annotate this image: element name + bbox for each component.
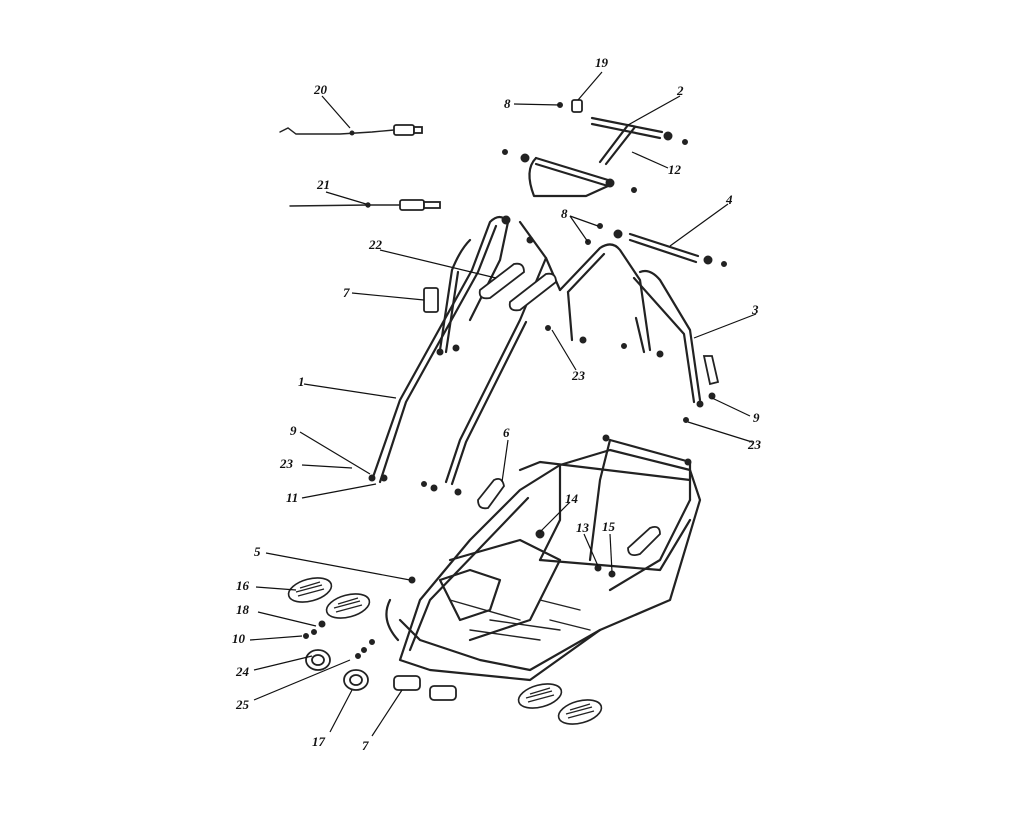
callout-23-middle: 23: [571, 368, 586, 383]
callout-23-left: 23: [279, 456, 294, 471]
callout-4: 4: [725, 192, 733, 207]
leader-lines: [249, 71, 757, 737]
callout-6: 6: [503, 425, 510, 440]
callout-20: 20: [313, 82, 328, 97]
bushing-19: [571, 99, 583, 113]
foam-pads: [478, 262, 557, 312]
callout-13: 13: [576, 520, 590, 535]
callout-3: 3: [751, 302, 759, 317]
callout-labels: 20 21 22 7 1 9 23 11 6 14 13 15 5 16 18 …: [232, 55, 762, 753]
top-crossbar: [502, 99, 688, 198]
callout-9-right: 9: [753, 410, 760, 425]
throttle-cable: [279, 124, 423, 136]
choke-cable: [289, 199, 441, 211]
callout-11: 11: [286, 490, 298, 505]
callout-22: 22: [368, 237, 383, 252]
callout-16: 16: [236, 578, 250, 593]
callout-7-lower: 7: [362, 738, 369, 753]
grip-pad-upper: [423, 287, 439, 313]
callout-2: 2: [676, 83, 684, 98]
callout-9-left: 9: [290, 423, 297, 438]
callout-8-mid: 8: [561, 206, 568, 221]
callout-23-right: 23: [747, 437, 762, 452]
roll-cage-right: [545, 243, 720, 423]
callout-19: 19: [595, 55, 609, 70]
callout-21: 21: [316, 177, 330, 192]
callout-17: 17: [312, 734, 326, 749]
callout-1: 1: [298, 374, 305, 389]
callout-18: 18: [236, 602, 250, 617]
callout-14: 14: [565, 491, 579, 506]
callout-24: 24: [235, 664, 250, 679]
horn-assembly: [303, 620, 375, 691]
pedal-grips: [393, 675, 457, 701]
roll-cage-left: [368, 215, 562, 486]
callout-5: 5: [254, 544, 261, 559]
callout-15: 15: [602, 519, 616, 534]
callout-12: 12: [668, 162, 682, 177]
main-chassis: [385, 434, 702, 682]
callout-10: 10: [232, 631, 246, 646]
foam-pad-lower: [421, 477, 505, 510]
callout-8-top: 8: [504, 96, 511, 111]
callout-25: 25: [235, 697, 250, 712]
callout-7-upper: 7: [343, 285, 350, 300]
footpad-plates: [287, 577, 603, 725]
